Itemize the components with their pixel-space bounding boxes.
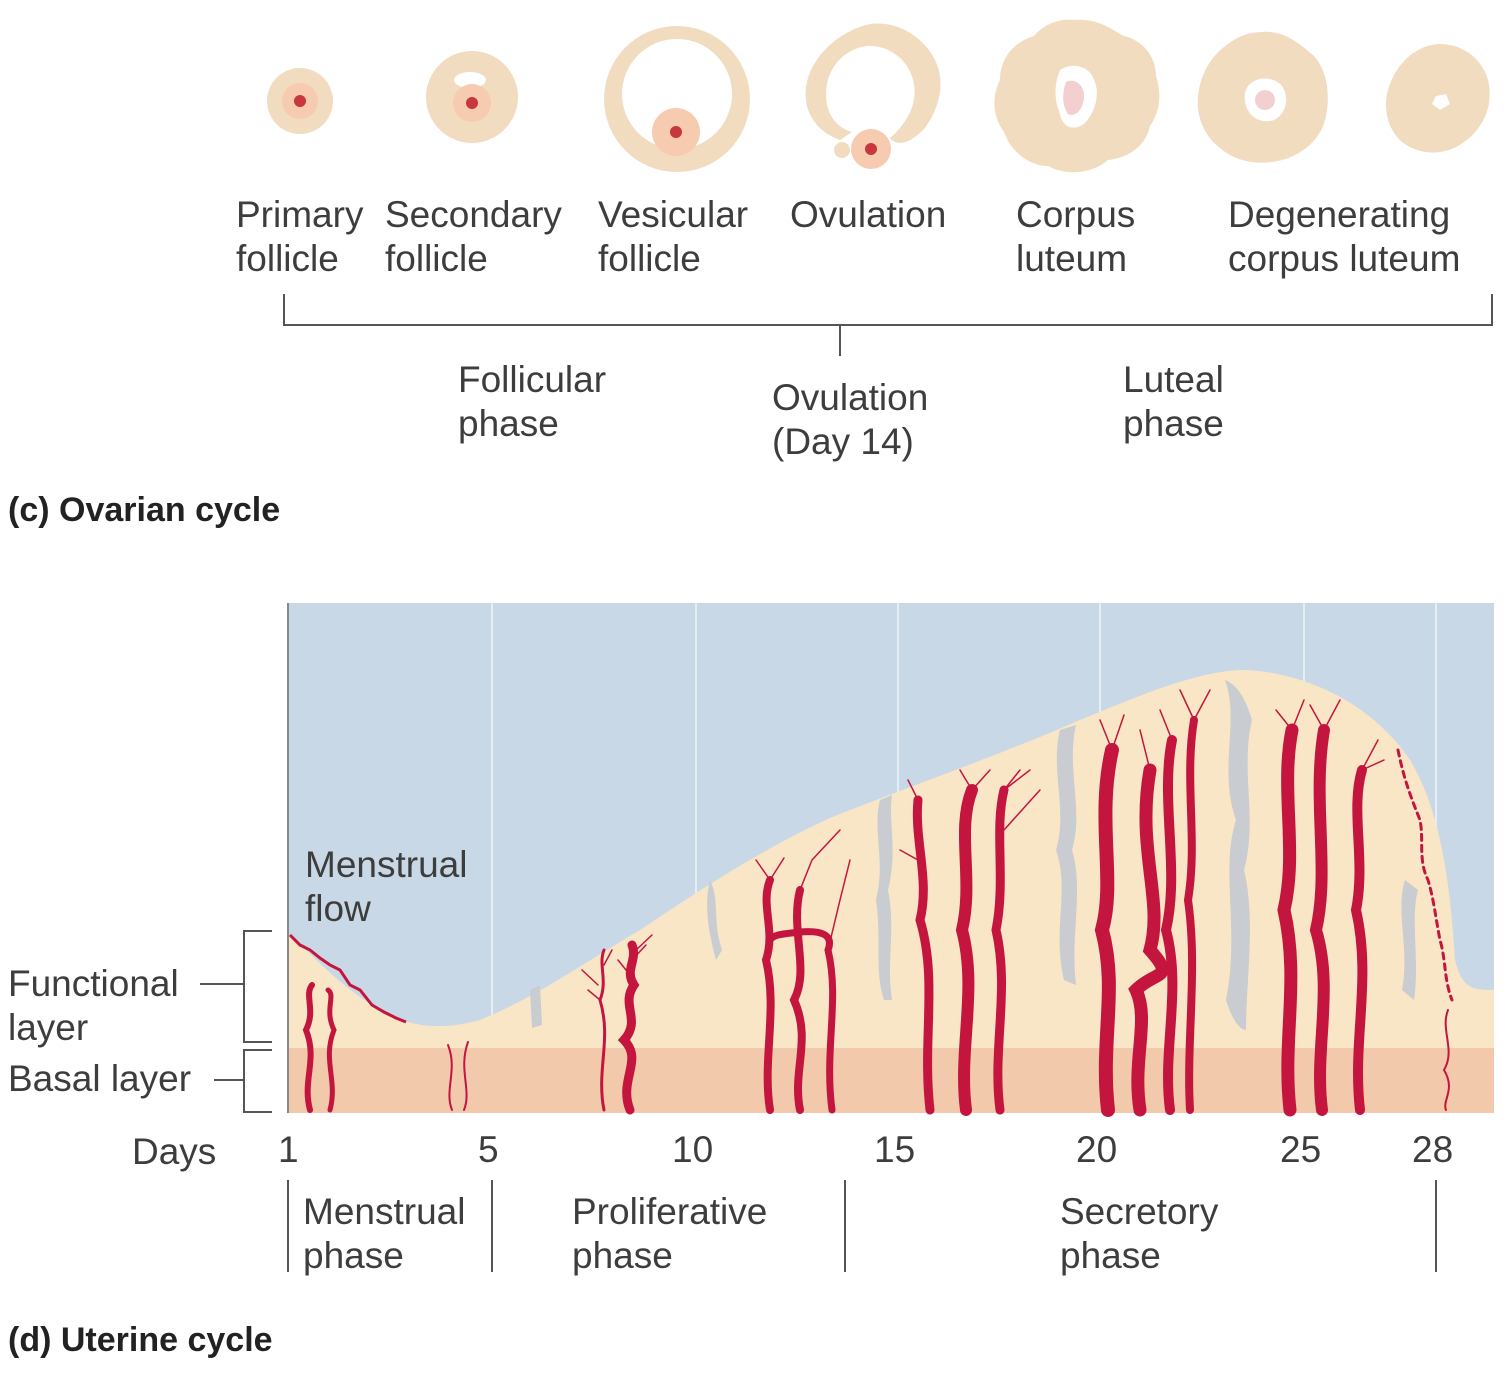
primary-follicle-label: Primary follicle bbox=[236, 193, 363, 281]
vesicular-follicle-label-line1: Vesicular bbox=[598, 194, 749, 235]
primary-follicle-label-line1: Primary bbox=[236, 194, 364, 235]
secretory-phase-label-line1: Secretory bbox=[1060, 1191, 1219, 1232]
corpus-luteum-label: Corpus luteum bbox=[1016, 193, 1135, 281]
uterine-cycle-caption: (d) Uterine cycle bbox=[8, 1320, 273, 1360]
corpus-albicans-illustration bbox=[1386, 44, 1490, 153]
menstrual-phase-label: Menstrual phase bbox=[303, 1190, 465, 1278]
proliferative-phase-label-line1: Proliferative bbox=[572, 1191, 768, 1232]
primary-follicle-label-line2: follicle bbox=[236, 238, 339, 279]
days-axis-label: Days bbox=[132, 1131, 217, 1172]
corpus-luteum-label-line1: Corpus bbox=[1016, 194, 1136, 235]
degenerating-corpus-luteum-label-line1: Degenerating bbox=[1228, 194, 1451, 235]
menstrual-phase-label-line1: Menstrual bbox=[303, 1191, 466, 1232]
degenerating-corpus-luteum-label-line2: corpus luteum bbox=[1228, 238, 1461, 279]
functional-layer-label: Functional layer bbox=[8, 962, 179, 1050]
luteal-phase-label-line1: Luteal bbox=[1123, 359, 1224, 400]
vesicular-follicle-label: Vesicular follicle bbox=[598, 193, 748, 281]
basal-layer-shape bbox=[288, 1048, 1494, 1113]
functional-layer-label-line2: layer bbox=[8, 1007, 89, 1048]
spiral-arteries bbox=[302, 689, 1454, 1117]
day-tick-15: 15 bbox=[874, 1129, 916, 1170]
ovulation-day-label-line1: Ovulation bbox=[772, 377, 929, 418]
corpus-luteum-label-line2: luteum bbox=[1016, 238, 1128, 279]
uterine-caption-title: Uterine cycle bbox=[60, 1321, 273, 1359]
degenerating-corpus-luteum-label: Degenerating corpus luteum bbox=[1228, 193, 1460, 281]
day-tick-28: 28 bbox=[1412, 1129, 1454, 1170]
secondary-follicle-illustration bbox=[426, 51, 518, 143]
proliferative-phase-label-line2: phase bbox=[572, 1235, 673, 1276]
secondary-follicle-label-line1: Secondary bbox=[385, 194, 562, 235]
secretory-phase-label-line2: phase bbox=[1060, 1235, 1161, 1276]
layer-brackets bbox=[200, 930, 272, 1113]
day-tick-10: 10 bbox=[672, 1129, 714, 1170]
ovarian-cycle-caption: (c) Ovarian cycle bbox=[8, 490, 280, 530]
ovarian-caption-letter: (c) bbox=[8, 491, 50, 529]
ovulation-day-label: Ovulation (Day 14) bbox=[772, 376, 928, 464]
menstrual-ragged-edge bbox=[288, 933, 407, 1024]
vesicular-follicle-label-line2: follicle bbox=[598, 238, 701, 279]
menstrual-phase-label-line2: phase bbox=[303, 1235, 404, 1276]
functional-layer-label-line1: Functional bbox=[8, 963, 179, 1004]
secretory-phase-label: Secretory phase bbox=[1060, 1190, 1218, 1278]
follicular-phase-label: Follicular phase bbox=[458, 358, 606, 446]
day-tick-20: 20 bbox=[1076, 1129, 1118, 1170]
follicular-phase-label-line1: Follicular bbox=[458, 359, 607, 400]
degenerating-corpus-luteum-illustration bbox=[1197, 31, 1328, 163]
vesicular-follicle-illustration bbox=[604, 26, 750, 172]
ovulation-stage-label: Ovulation bbox=[790, 193, 946, 237]
follicular-phase-label-line2: phase bbox=[458, 403, 559, 444]
secondary-follicle-label: Secondary follicle bbox=[385, 193, 562, 281]
uterine-phase-dividers bbox=[287, 1180, 1437, 1272]
luteal-phase-label-line2: phase bbox=[1123, 403, 1224, 444]
ovulation-stage-label-line1: Ovulation bbox=[790, 194, 947, 235]
menstrual-flow-label: Menstrual flow bbox=[305, 843, 467, 931]
ovulation-illustration bbox=[805, 23, 941, 169]
menstrual-flow-label-line1: Menstrual bbox=[305, 844, 468, 885]
uterine-glands bbox=[530, 680, 1418, 1030]
luteal-phase-label: Luteal phase bbox=[1123, 358, 1224, 446]
proliferative-phase-label: Proliferative phase bbox=[572, 1190, 767, 1278]
primary-follicle-illustration bbox=[267, 68, 333, 134]
day-tick-5: 5 bbox=[478, 1129, 499, 1170]
ovulation-day-label-line2: (Day 14) bbox=[772, 421, 914, 462]
secondary-follicle-label-line2: follicle bbox=[385, 238, 488, 279]
ovarian-caption-title: Ovarian cycle bbox=[59, 491, 281, 529]
corpus-luteum-illustration bbox=[994, 19, 1160, 173]
day-tick-1: 1 bbox=[278, 1129, 299, 1170]
menstrual-flow-label-line2: flow bbox=[305, 888, 371, 929]
basal-layer-label: Basal layer bbox=[8, 1058, 192, 1099]
day-tick-25: 25 bbox=[1280, 1129, 1322, 1170]
uterine-caption-letter: (d) bbox=[8, 1321, 52, 1359]
ovarian-phase-bracket bbox=[283, 294, 1493, 356]
